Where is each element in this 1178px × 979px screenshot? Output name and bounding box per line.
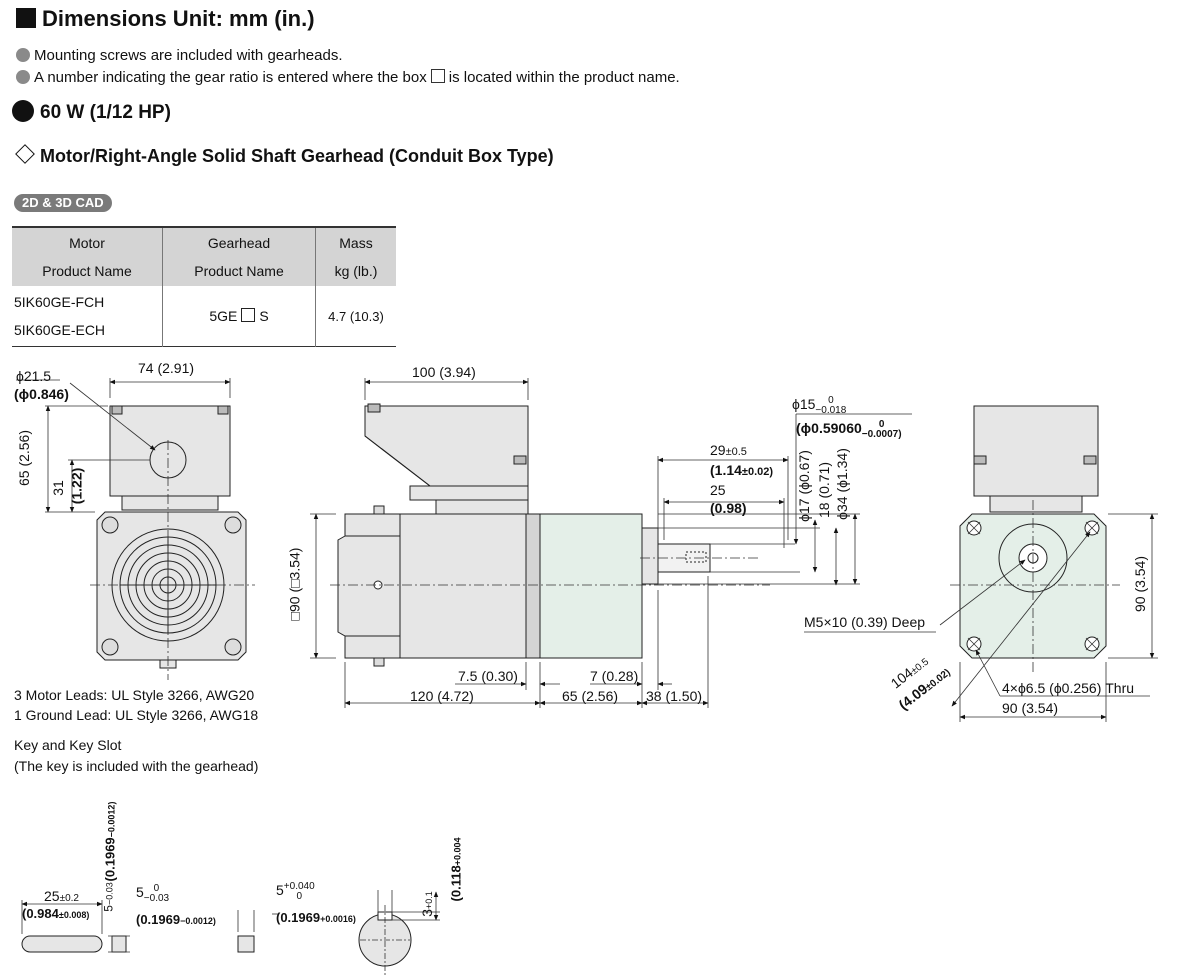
flange-ring bbox=[525, 513, 541, 659]
conduit-screw bbox=[513, 455, 527, 465]
dim-18: 18 (0.71) bbox=[816, 461, 833, 519]
conduit-base-end bbox=[989, 495, 1083, 513]
side-view bbox=[337, 403, 711, 667]
conduit-base bbox=[121, 495, 219, 511]
dim-38: 38 (1.50) bbox=[646, 688, 703, 704]
dim-65: 65 (2.56) bbox=[562, 688, 619, 704]
dim-29: 29±0.5 bbox=[710, 442, 747, 458]
dim-right-90-horizontal: 90 (3.54) bbox=[1002, 700, 1059, 716]
dim-height-65: 65 (2.56) bbox=[16, 429, 33, 487]
gearhead-boss bbox=[641, 527, 659, 585]
page-title: Dimensions Unit: mm (in.) bbox=[16, 6, 315, 32]
empty-box-icon bbox=[241, 308, 256, 322]
cad-badge[interactable]: 2D & 3D CAD bbox=[14, 194, 112, 212]
front-view-dims bbox=[16, 378, 255, 680]
dim-top-100: 100 (3.94) bbox=[412, 364, 476, 380]
dim-dia-34: ϕ34 (ϕ1.34) bbox=[833, 448, 850, 520]
conduit-screw bbox=[217, 405, 229, 415]
power-rating: 60 W (1/12 HP) bbox=[12, 100, 171, 124]
dim-conduit-dia: ϕ21.5 bbox=[16, 368, 52, 384]
empty-box-icon bbox=[430, 69, 445, 83]
motor-leads-note: 3 Motor Leads: UL Style 3266, AWG20 bbox=[14, 687, 255, 703]
dim-key-5-vertical-in: (0.1969−0.0012) bbox=[102, 801, 118, 882]
motor-bolt bbox=[373, 505, 385, 515]
conduit-screw bbox=[367, 403, 381, 413]
key-dims bbox=[21, 890, 440, 975]
ground-lead-note: 1 Ground Lead: UL Style 3266, AWG18 bbox=[14, 707, 259, 723]
front-view bbox=[96, 405, 247, 669]
conduit-screw bbox=[1083, 455, 1097, 465]
dim-key-5-in: (0.1969−0.0012) bbox=[136, 912, 216, 927]
gray-dot-icon bbox=[16, 70, 30, 84]
gray-dot-icon bbox=[16, 48, 30, 62]
dim-height-31-in: (1.22) bbox=[68, 467, 85, 505]
flange-hole bbox=[224, 516, 242, 534]
conduit-base-side bbox=[409, 485, 529, 501]
dim-120: 120 (4.72) bbox=[410, 688, 474, 704]
conduit-box-end bbox=[973, 405, 1099, 497]
dim-25: 25 bbox=[710, 482, 726, 498]
conduit-base-side bbox=[435, 499, 529, 515]
dim-7-5: 7.5 (0.30) bbox=[458, 668, 518, 684]
section-subtitle: Motor/Right-Angle Solid Shaft Gearhead (… bbox=[14, 144, 554, 167]
flange-hole bbox=[101, 638, 119, 656]
motor-bolt bbox=[373, 657, 385, 667]
black-dot-icon bbox=[12, 100, 34, 122]
dim-29-in: (1.14±0.02) bbox=[710, 462, 774, 478]
dim-25-in: (0.98) bbox=[710, 500, 747, 516]
conduit-screw bbox=[111, 405, 123, 415]
end-view-dims bbox=[804, 500, 1158, 722]
dim-slot-3: 3+0.1 bbox=[418, 891, 435, 917]
dim-height-31: 31 bbox=[49, 480, 66, 496]
dim-square-90: □90 (□3.54) bbox=[286, 547, 303, 621]
dim-holes: 4×ϕ6.5 (ϕ0.256) Thru bbox=[1002, 680, 1135, 696]
note-gear-ratio: A number indicating the gear ratio is en… bbox=[16, 69, 680, 86]
shaft-key bbox=[685, 551, 707, 563]
gearhead-body bbox=[539, 513, 643, 659]
dim-slot-3-in: (0.118+0.004 bbox=[448, 837, 464, 902]
side-view-dims bbox=[310, 378, 912, 708]
dim-7: 7 (0.28) bbox=[590, 668, 639, 684]
note-mounting-screws: Mounting screws are included with gearhe… bbox=[16, 47, 343, 64]
conduit-box-side bbox=[364, 405, 529, 487]
dim-key-25: 25±0.2 bbox=[44, 888, 79, 904]
flange-hole bbox=[224, 638, 242, 656]
key-section bbox=[237, 935, 255, 953]
black-square-icon bbox=[16, 8, 36, 28]
cell-mass: 4.7 (10.3) bbox=[315, 286, 396, 347]
dim-key-5-vertical: 5−0.03 bbox=[101, 882, 116, 912]
dim-slot-5-in: (0.1969+0.0016) bbox=[276, 910, 356, 925]
key-end bbox=[111, 935, 127, 953]
key-note: (The key is included with the gearhead) bbox=[14, 758, 259, 774]
dim-front-width: 74 (2.91) bbox=[138, 360, 195, 376]
dim-dia-17: ϕ17 (ϕ0.67) bbox=[795, 450, 812, 522]
conduit-screw bbox=[973, 455, 987, 465]
dim-key-25-in: (0.984±0.008) bbox=[22, 906, 90, 921]
key-title: Key and Key Slot bbox=[14, 737, 122, 753]
flange-hole bbox=[101, 516, 119, 534]
dim-m5: M5×10 (0.39) Deep bbox=[804, 614, 926, 630]
dim-conduit-dia-in: (ϕ0.846) bbox=[14, 386, 69, 402]
key-top bbox=[21, 935, 103, 953]
dim-right-90-vertical: 90 (3.54) bbox=[1132, 555, 1149, 613]
